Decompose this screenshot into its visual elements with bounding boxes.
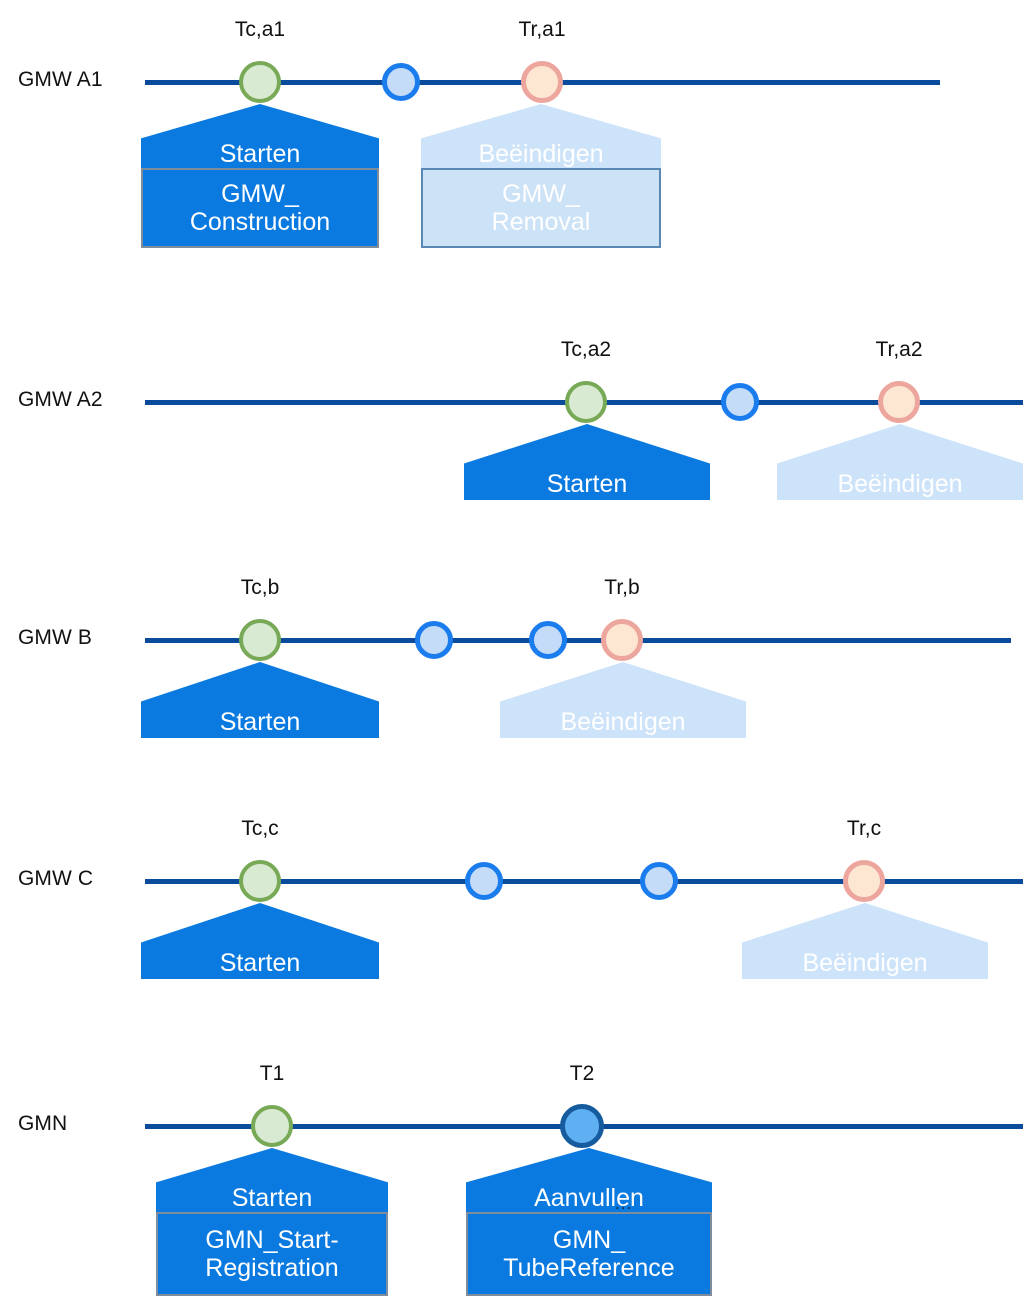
marker-tc-c[interactable] [239, 860, 281, 902]
object-box-line: GMW_ [221, 180, 299, 208]
tick-label-tc-a2: Tc,a2 [560, 338, 612, 361]
object-box-gmn-start: GMN_Start-Registration [156, 1212, 388, 1296]
callout-label-b-start: Starten [219, 707, 301, 736]
callout-a1-end: Beëindigen [421, 104, 661, 170]
tick-label-tr-c: Tr,c [846, 817, 882, 840]
callout-b-end: Beëindigen [500, 662, 746, 738]
marker-tr-a1[interactable] [521, 61, 563, 103]
row-label-gmw-a2: GMW A2 [18, 388, 103, 411]
callout-b-start: Starten [141, 662, 379, 738]
timeline-axis-gmw-c [145, 879, 1023, 884]
object-box-line: GMN_ [552, 1226, 626, 1254]
tick-label-t1: T1 [259, 1062, 285, 1085]
tick-label-tc-b: Tc,b [240, 576, 280, 599]
callout-ellipsis-gmn-supplement: ... [615, 1194, 633, 1213]
callout-label-a1-start: Starten [219, 139, 301, 168]
object-box-text-a1-start: GMW_Construction [190, 180, 330, 236]
row-label-gmn: GMN [18, 1112, 68, 1135]
tick-label-t2: T2 [569, 1062, 595, 1085]
callout-a2-start: Starten [464, 424, 710, 500]
callout-label-a1-end: Beëindigen [478, 139, 604, 168]
callout-c-start: Starten [141, 903, 379, 979]
object-box-a1-end: GMW_Removal [421, 168, 661, 248]
marker-tc-b[interactable] [239, 619, 281, 661]
marker-tc-a1[interactable] [239, 61, 281, 103]
row-label-gmw-b: GMW B [18, 626, 92, 649]
callout-gmn-start: Starten [156, 1148, 388, 1214]
row-label-gmw-a1: GMW A1 [18, 68, 103, 91]
marker-tr-b[interactable] [601, 619, 643, 661]
callout-label-c-end: Beëindigen [802, 948, 928, 977]
object-box-line: Registration [205, 1254, 339, 1282]
callout-label-gmn-supplement: Aanvullen [534, 1183, 644, 1212]
timeline-axis-gmw-b [145, 638, 1011, 643]
marker-mid-a2[interactable] [721, 383, 759, 421]
marker-b-mid1[interactable] [415, 621, 453, 659]
callout-label-gmn-start: Starten [231, 1183, 313, 1212]
object-box-line: Removal [491, 208, 591, 236]
marker-tr-c[interactable] [843, 860, 885, 902]
tick-label-tr-b: Tr,b [604, 576, 640, 599]
marker-tr-a2[interactable] [878, 381, 920, 423]
marker-t2[interactable] [560, 1104, 604, 1148]
marker-t1[interactable] [251, 1105, 293, 1147]
callout-c-end: Beëindigen [742, 903, 988, 979]
object-box-text-gmn-start: GMN_Start-Registration [205, 1226, 338, 1282]
object-box-gmn-supplement: GMN_TubeReference [466, 1212, 712, 1296]
row-label-gmw-c: GMW C [18, 867, 94, 890]
object-box-line: TubeReference [503, 1254, 675, 1282]
marker-c-mid1[interactable] [465, 862, 503, 900]
marker-c-mid2[interactable] [640, 862, 678, 900]
marker-tc-a2[interactable] [565, 381, 607, 423]
marker-b-mid2[interactable] [529, 621, 567, 659]
callout-a1-start: Starten [141, 104, 379, 170]
object-box-text-a1-end: GMW_Removal [492, 180, 591, 236]
tick-label-tr-a1: Tr,a1 [518, 18, 566, 41]
callout-label-a2-end: Beëindigen [837, 469, 963, 498]
object-box-line: GMW_ [502, 180, 580, 208]
tick-label-tc-c: Tc,c [241, 817, 279, 840]
tick-label-tr-a2: Tr,a2 [875, 338, 923, 361]
callout-label-c-start: Starten [219, 948, 301, 977]
object-box-line: Construction [189, 208, 331, 236]
tick-label-tc-a1: Tc,a1 [234, 18, 286, 41]
callout-label-a2-start: Starten [546, 469, 628, 498]
object-box-text-gmn-supplement: GMN_TubeReference [503, 1226, 674, 1282]
callout-a2-end: Beëindigen [777, 424, 1023, 500]
marker-mid-a1[interactable] [382, 63, 420, 101]
callout-gmn-supplement: Aanvullen... [466, 1148, 712, 1214]
callout-label-b-end: Beëindigen [560, 707, 686, 736]
object-box-line: GMN_Start- [205, 1226, 339, 1254]
object-box-a1-start: GMW_Construction [141, 168, 379, 248]
